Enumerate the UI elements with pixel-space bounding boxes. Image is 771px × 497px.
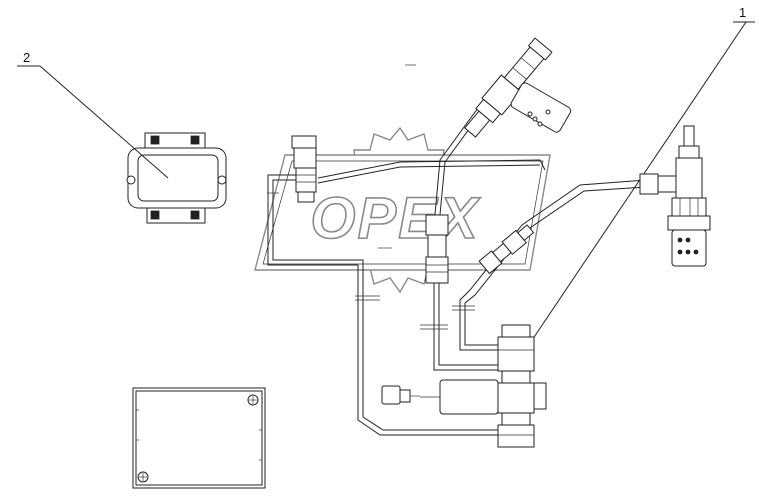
valve-manifold: [497, 324, 547, 448]
watermark-logo: OPEX: [254, 126, 551, 294]
right-sensor: [639, 125, 711, 267]
bottom-left-box: [132, 387, 266, 489]
callout-1: 1: [519, 5, 755, 359]
solenoid: [381, 379, 499, 415]
angled-fitting: [478, 224, 535, 275]
center-fitting: [425, 214, 449, 284]
callout-2: 2: [17, 50, 169, 179]
left-fitting: [291, 135, 317, 203]
upper-sensor: [464, 37, 553, 138]
callout-1-label: 1: [739, 5, 746, 20]
watermark-text: OPEX: [310, 186, 480, 251]
pipe-lines: [267, 64, 647, 436]
upper-sensor-connector: [510, 82, 572, 133]
component-2-controller: [126, 132, 227, 224]
callout-2-label: 2: [23, 50, 30, 65]
